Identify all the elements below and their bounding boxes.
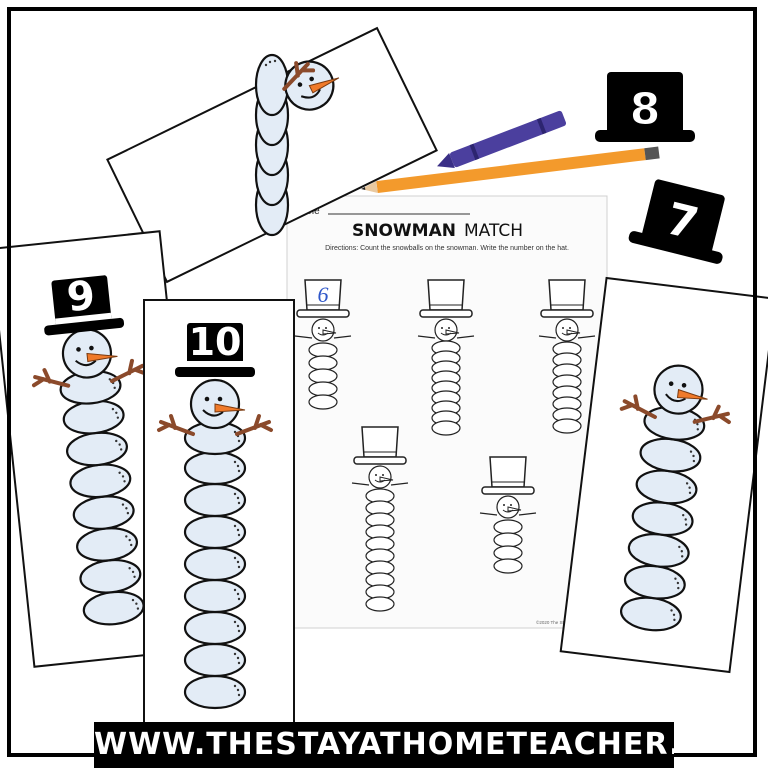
website-banner: WWW.THESTAYATHOMETEACHER.COM bbox=[94, 722, 674, 768]
hat-number-10: 10 bbox=[189, 320, 242, 364]
written-answer-6: 6 bbox=[318, 282, 329, 307]
hat-number-9: 9 bbox=[65, 273, 97, 322]
snowman-card-top bbox=[106, 26, 438, 284]
crayon-icon bbox=[437, 110, 567, 168]
worksheet-snowman-5 bbox=[479, 456, 537, 574]
snowman-card-10: 10 bbox=[143, 299, 295, 731]
worksheet-directions: Directions: Count the snowballs on the s… bbox=[325, 245, 569, 252]
worksheet-title-snowman: SNOWMAN bbox=[352, 221, 456, 241]
worksheet-snowman-2 bbox=[417, 279, 475, 436]
pencil-icon bbox=[361, 146, 660, 194]
worksheet-snowman-3 bbox=[538, 279, 596, 434]
snowman-card-right bbox=[559, 276, 768, 674]
worksheet-snowman-1: 6 bbox=[294, 279, 352, 410]
worksheet-snowman-4 bbox=[351, 426, 409, 612]
worksheet-title-match: MATCH bbox=[464, 221, 523, 241]
hat-number-8: 8 bbox=[630, 84, 661, 135]
snowman-match-worksheet: Name SNOWMAN MATCH Directions: Count the… bbox=[286, 195, 608, 629]
loose-hat-7: 7 bbox=[628, 179, 725, 264]
loose-hat-8: 8 bbox=[595, 72, 695, 142]
